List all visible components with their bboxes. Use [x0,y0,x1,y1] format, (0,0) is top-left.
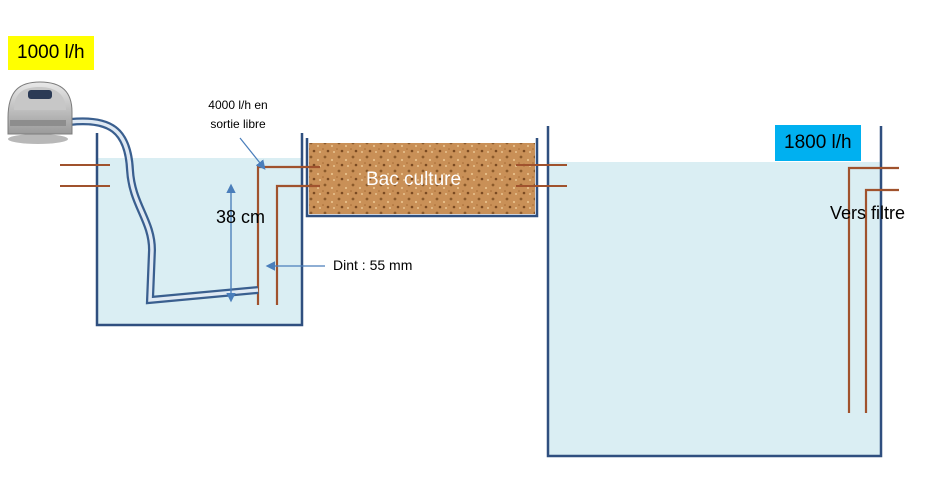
air-pump-icon [7,81,73,144]
fish-tank-water [548,162,881,456]
outflow-pointer-arrow [239,137,266,170]
air-hose [69,117,259,305]
culture-bed-wall [305,138,539,218]
culture-bed [305,138,539,218]
to-filter-label: Vers filtre [830,203,906,223]
free-outflow-label: 4000 l/h en sortie libre [208,98,268,131]
water-height-label: 38 cm [216,207,266,227]
fish-tank [546,126,883,458]
culture-bed-label: Bac culture [366,169,462,190]
overflow-pipes [516,164,567,187]
sump-wall [95,133,304,327]
culture-substrate [309,143,535,214]
inner-diameter-label: Dint : 55 mm [333,257,413,273]
sump-side-pipes [60,164,110,187]
tank-flow-badge: 1800 l/h [775,125,861,161]
fish-tank-wall [546,126,883,458]
pump-flow-badge: 1000 l/h [8,36,94,70]
filter-pipes [847,166,899,413]
